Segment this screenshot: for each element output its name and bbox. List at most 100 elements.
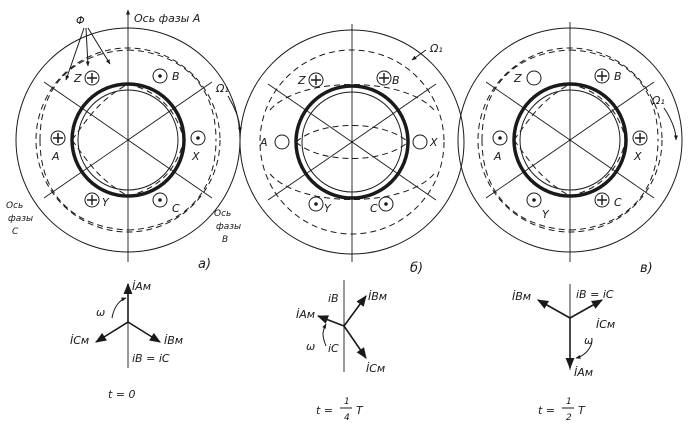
axis-a-label: Ось фазы A bbox=[134, 12, 200, 25]
field-line-a1 bbox=[71, 83, 129, 141]
svg-text:C: C bbox=[370, 202, 378, 215]
phasor-b-Icm-label: İCм bbox=[366, 362, 385, 375]
omega-label-c: Ω₁ bbox=[651, 94, 665, 107]
phasor-b-ic-label: iC bbox=[328, 342, 339, 355]
machine-a: A Z B X bbox=[6, 9, 242, 272]
svg-text:Z: Z bbox=[513, 72, 522, 85]
phasor-c-Ibm-label: İBм bbox=[512, 290, 531, 303]
field-line-c1 bbox=[513, 83, 571, 141]
svg-text:B: B bbox=[392, 74, 400, 87]
coil-c-Z: Z bbox=[513, 70, 542, 86]
svg-text:A: A bbox=[51, 150, 60, 163]
coil-b-B: B bbox=[376, 70, 400, 87]
svg-text:Z: Z bbox=[297, 74, 306, 87]
coil-a-C: C bbox=[152, 192, 180, 215]
phasor-b-Iam-label: İAм bbox=[296, 308, 315, 321]
svg-text:Z: Z bbox=[73, 72, 82, 85]
svg-text:X: X bbox=[429, 136, 438, 149]
coil-a-A: A bbox=[50, 130, 66, 163]
svg-text:B: B bbox=[614, 70, 622, 83]
coil-c-A: A bbox=[492, 130, 508, 163]
svg-text:T: T bbox=[578, 404, 586, 417]
omega-label-a: Ω₁ bbox=[215, 82, 229, 95]
panel-letter-b: б) bbox=[410, 261, 423, 276]
svg-text:2: 2 bbox=[566, 413, 572, 423]
phasor-b-ib-label: iB bbox=[328, 292, 339, 305]
coil-a-Z: Z bbox=[73, 70, 100, 86]
svg-text:X: X bbox=[191, 150, 200, 163]
svg-text:Y: Y bbox=[542, 208, 550, 221]
phasor-c-Ibm bbox=[537, 299, 571, 319]
omega-label-b: Ω₁ bbox=[429, 42, 443, 55]
svg-text:C: C bbox=[12, 227, 19, 237]
svg-text:C: C bbox=[172, 202, 180, 215]
svg-text:фазы: фазы bbox=[216, 222, 241, 232]
panel-letter-c: в) bbox=[640, 261, 653, 276]
phasor-c-omega-label: ω bbox=[584, 334, 593, 347]
coil-group-c: A Z B X C bbox=[492, 68, 648, 221]
phasor-a-Ibm bbox=[127, 321, 161, 343]
phasor-a-Icm-label: İCм bbox=[70, 334, 89, 347]
phasor-c-Iam-label: İAм bbox=[574, 366, 593, 379]
svg-text:1: 1 bbox=[566, 397, 572, 407]
field-line-c7 bbox=[569, 49, 659, 141]
phasor-a-omega-label: ω bbox=[96, 306, 105, 319]
coil-b-X: X bbox=[412, 134, 438, 150]
svg-text:C: C bbox=[614, 196, 622, 209]
field-line-a5 bbox=[39, 49, 129, 141]
field-line-c2 bbox=[513, 139, 571, 197]
panel-letter-a: а) bbox=[198, 257, 211, 272]
field-line-a2 bbox=[71, 139, 129, 197]
svg-text:Y: Y bbox=[102, 196, 110, 209]
coil-a-B: B bbox=[152, 68, 180, 84]
svg-text:A: A bbox=[259, 136, 268, 149]
svg-text:Ось: Ось bbox=[214, 209, 231, 219]
svg-text:B: B bbox=[172, 70, 180, 83]
field-line-c4 bbox=[569, 139, 627, 197]
phasor-a-Iam-label: İAм bbox=[132, 280, 151, 293]
phasor-c: İAм İBм İCм ω iB = iC t = 1 2 T bbox=[512, 284, 615, 423]
field-line-b2 bbox=[295, 141, 409, 159]
phase-axis-c-line-c bbox=[485, 81, 655, 199]
field-line-a7 bbox=[127, 49, 217, 141]
phasor-b-Ibm bbox=[343, 295, 367, 327]
svg-text:A: A bbox=[493, 150, 502, 163]
phasor-b-Iam bbox=[316, 315, 345, 327]
time-label-c: t = 1 2 T bbox=[538, 397, 586, 423]
coil-b-A: A bbox=[259, 134, 290, 150]
phase-axis-c-line-a bbox=[43, 81, 213, 199]
phase-axis-c-line-b bbox=[267, 83, 437, 201]
field-line-c5 bbox=[481, 49, 571, 141]
phasor-a-Ibm-label: İBм bbox=[164, 334, 183, 347]
phasor-a-Icm bbox=[95, 321, 129, 343]
phasor-c-Icm bbox=[569, 299, 603, 319]
phasor-a-eq-label: iB = iC bbox=[132, 352, 170, 365]
panel-c: A Z B X C bbox=[457, 22, 683, 423]
axis-c-label-a: Ось фазы C bbox=[6, 201, 33, 237]
field-line-a4 bbox=[127, 139, 185, 197]
phasor-b: İAм İBм İCм ω iB iC t = 1 4 T bbox=[296, 280, 387, 423]
coil-c-X: X bbox=[632, 130, 648, 163]
coil-group-a: A Z B X bbox=[50, 68, 206, 215]
phasor-b-omega-label: ω bbox=[306, 340, 315, 353]
axis-b-label-a: Ось фазы B bbox=[214, 209, 241, 245]
svg-text:Ось: Ось bbox=[6, 201, 23, 211]
svg-text:T: T bbox=[356, 404, 364, 417]
svg-text:t =: t = bbox=[538, 404, 555, 417]
field-line-c3 bbox=[569, 83, 627, 141]
field-line-a8 bbox=[127, 139, 217, 231]
coil-a-X: X bbox=[190, 130, 206, 163]
svg-text:X: X bbox=[633, 150, 642, 163]
phasor-a: İAм İBм İCм ω iB = iC t = 0 bbox=[70, 280, 183, 401]
field-line-a6 bbox=[39, 139, 129, 231]
coil-c-Y: Y bbox=[526, 192, 550, 221]
flux-label: Φ bbox=[76, 14, 85, 27]
field-line-c8 bbox=[569, 139, 659, 231]
field-line-c6 bbox=[481, 139, 571, 231]
svg-text:1: 1 bbox=[344, 397, 350, 407]
phasor-c-Icm-label: İCм bbox=[596, 318, 615, 331]
machine-c: A Z B X C bbox=[457, 22, 683, 276]
svg-text:B: B bbox=[222, 235, 228, 245]
phasor-b-Ibm-label: İBм bbox=[368, 290, 387, 303]
